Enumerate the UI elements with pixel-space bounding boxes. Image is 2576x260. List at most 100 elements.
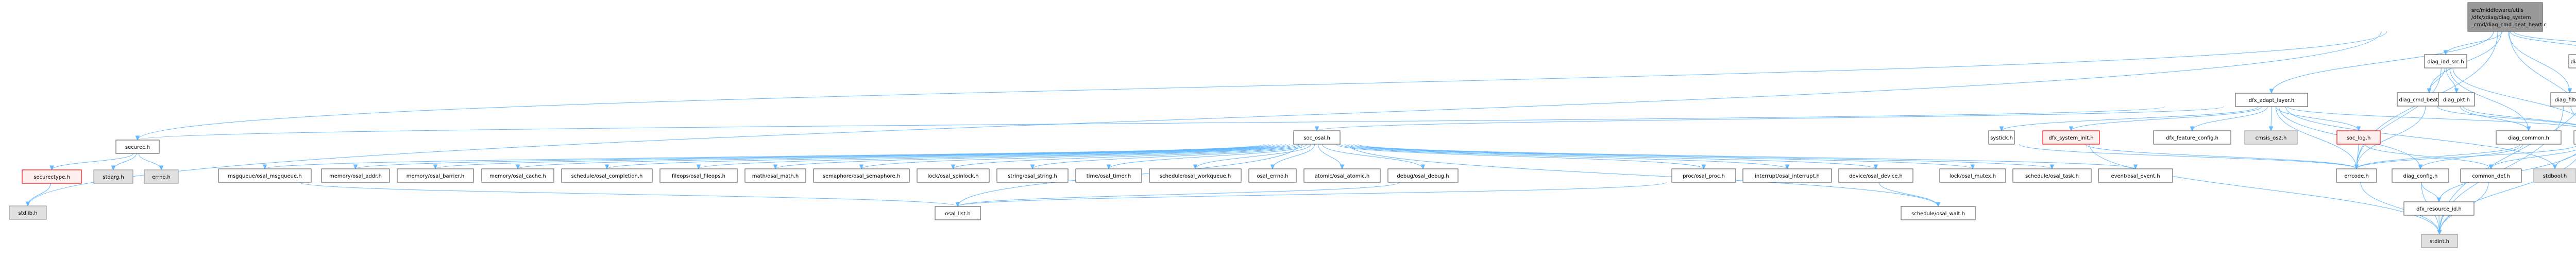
arrowhead-securec-to-securectype (49, 165, 54, 171)
arrowhead-soc_osal-to-osal_debug (1420, 164, 1426, 170)
edge-soc_osal-to-osal_completion (606, 144, 1282, 169)
edge-diag_pkt-to-diag (2463, 106, 2576, 125)
node-osal-msgqueue[interactable]: msgqueue/osal_msgqueue.h (218, 168, 312, 183)
edge-systick-to-errcode (2019, 144, 2357, 169)
node-osal-barrier[interactable]: memory/osal_barrier.h (397, 168, 474, 183)
node-label: /dfx/zdiag/diag_system (2471, 15, 2531, 21)
node-diag-filter[interactable]: diag_filter.h (2550, 92, 2576, 107)
edge-dfx_adapt_layer-to-systick (2001, 106, 2259, 131)
node-osal-task[interactable]: schedule/osal_task.h (2012, 168, 2092, 183)
node-osal-interrupt[interactable]: interrupt/osal_interrupt.h (1742, 168, 1832, 183)
edge-dfx_system_init-to-stdint (2089, 144, 2440, 235)
node-soc-osal[interactable]: soc_osal.h (1293, 130, 1341, 145)
node-stdarg[interactable]: stdarg.h (93, 169, 133, 184)
node-box (1075, 168, 1142, 183)
node-diag-cmd-beat-heart-st[interactable]: diag_cmd_beat_heart_st.h (2568, 54, 2576, 68)
node-stdint[interactable]: stdint.h (2421, 234, 2458, 248)
node-box (1248, 168, 1297, 183)
node-osal-event[interactable]: event/osal_event.h (2098, 168, 2173, 183)
node-label: diag_filter.h (2555, 97, 2576, 103)
node-box (996, 168, 1069, 183)
node-securectype[interactable]: securectype.h (22, 169, 82, 184)
node-diag-pkt[interactable]: diag_pkt.h (2438, 92, 2475, 107)
node-errcode[interactable]: errcode.h (2336, 168, 2377, 183)
node-osal-errno[interactable]: osal_errno.h (1248, 168, 1297, 183)
node-box (2042, 130, 2100, 145)
edge-soc_osal-to-osal_debug (1321, 144, 1423, 169)
node-box (2235, 93, 2308, 107)
node-label: schedule/osal_completion.h (571, 174, 643, 179)
node-osal-list[interactable]: osal_list.h (935, 206, 981, 220)
node-errno[interactable]: errno.h (144, 169, 179, 184)
node-box (93, 169, 133, 184)
node-label: soc_osal.h (1303, 135, 1330, 141)
node-osal-math[interactable]: math/osal_math.h (744, 168, 806, 183)
node-box (1387, 168, 1459, 183)
node-osal-mutex[interactable]: lock/osal_mutex.h (1939, 168, 2006, 183)
node-soc-log[interactable]: soc_log.h (2336, 130, 2381, 145)
node-box (561, 168, 653, 183)
node-box (659, 168, 738, 183)
node-box (2153, 130, 2231, 145)
arrowhead-soc_osal-to-osal_msgqueue (262, 164, 267, 170)
node-diag[interactable]: diag.h (2573, 130, 2576, 145)
node-label: diag_common.h (2508, 135, 2549, 141)
node-dfx-feature-config[interactable]: dfx_feature_config.h (2153, 130, 2231, 145)
node-label: diag_cmd_beat_heart.h (2399, 97, 2460, 103)
node-diag-common[interactable]: diag_common.h (2496, 130, 2562, 145)
node-cmsis-os2[interactable]: cmsis_os2.h (2244, 130, 2298, 145)
arrowhead-root-to-dfx_adapt_layer (2269, 89, 2274, 94)
node-label: src/middleware/utils (2471, 8, 2523, 13)
node-label: diag_config.h (2403, 174, 2438, 179)
node-root[interactable]: src/middleware/utils/dfx/zdiag/diag_syst… (2467, 2, 2547, 32)
node-dfx-adapt-layer[interactable]: dfx_adapt_layer.h (2235, 93, 2308, 107)
node-box (2438, 92, 2475, 107)
node-stdbool[interactable]: stdbool.h (2533, 168, 2576, 183)
node-systick[interactable]: systick.h (1988, 130, 2015, 145)
edge-root-to-diag_ind_src (2445, 31, 2503, 55)
node-securec[interactable]: securec.h (115, 140, 160, 154)
node-box (744, 168, 806, 183)
arrowhead-soc_osal-to-osal_task (2049, 164, 2055, 170)
node-box (1149, 168, 1242, 183)
arrowhead-diag_pkt-to-diag_common (2526, 126, 2531, 132)
arrowhead-dfx_adapt_layer-to-soc_log (2356, 126, 2361, 132)
arrowhead-securec-to-stdarg (111, 165, 116, 171)
node-stdlib[interactable]: stdlib.h (9, 205, 47, 220)
node-box (2573, 130, 2576, 145)
node-osal-cache[interactable]: memory/osal_cache.h (481, 168, 554, 183)
node-box (144, 169, 179, 184)
arrowhead-diag_config-to-dfx_resource_id (2436, 197, 2442, 203)
node-dfx-system-init[interactable]: dfx_system_init.h (2042, 130, 2100, 145)
arrowhead-soc_osal-to-osal_mutex (1970, 164, 1975, 170)
node-osal-debug[interactable]: debug/osal_debug.h (1387, 168, 1459, 183)
node-osal-proc[interactable]: proc/osal_proc.h (1671, 168, 1736, 183)
node-diag-config[interactable]: diag_config.h (2392, 168, 2449, 183)
node-label: soc_log.h (2347, 135, 2371, 141)
node-osal-atomic[interactable]: atomic/osal_atomic.h (1303, 168, 1381, 183)
node-osal-semaphore[interactable]: semaphore/osal_semaphore.h (813, 168, 910, 183)
node-diag-ind-src[interactable]: diag_ind_src.h (2424, 54, 2467, 68)
node-osal-timer[interactable]: time/osal_timer.h (1075, 168, 1142, 183)
node-osal-addr[interactable]: memory/osal_addr.h (321, 168, 390, 183)
node-osal-wait[interactable]: schedule/osal_wait.h (1901, 206, 1976, 220)
node-osal-string[interactable]: string/osal_string.h (996, 168, 1069, 183)
node-osal-spinlock[interactable]: lock/osal_spinlock.h (917, 168, 990, 183)
edge-osal_debug-to-osal_list (957, 182, 1400, 207)
edge-errcode-to-stdint (2360, 182, 2440, 235)
arrowhead-soc_osal-to-osal_barrier (433, 164, 438, 170)
node-osal-fileops[interactable]: fileops/osal_fileops.h (659, 168, 738, 183)
node-osal-completion[interactable]: schedule/osal_completion.h (561, 168, 653, 183)
arrowhead-diag-to-stdbool (2552, 164, 2557, 170)
node-osal-workqueue[interactable]: schedule/osal_workqueue.h (1149, 168, 1242, 183)
node-label: osal_list.h (945, 211, 970, 217)
edge-diag_ind_src-to-diag_cmd_beat_heart (2429, 67, 2445, 93)
edge-root-to-soc_diag_cmd_id (2513, 31, 2576, 42)
arrowhead-dfx_resource_id-to-stdint (2437, 230, 2442, 235)
node-common-def[interactable]: common_def.h (2460, 168, 2522, 183)
node-label: msgqueue/osal_msgqueue.h (228, 174, 301, 179)
node-label: osal_errno.h (1257, 174, 1288, 179)
node-dfx-resource-id[interactable]: dfx_resource_id.h (2403, 201, 2475, 216)
node-osal-device[interactable]: device/osal_device.h (1838, 168, 1913, 183)
